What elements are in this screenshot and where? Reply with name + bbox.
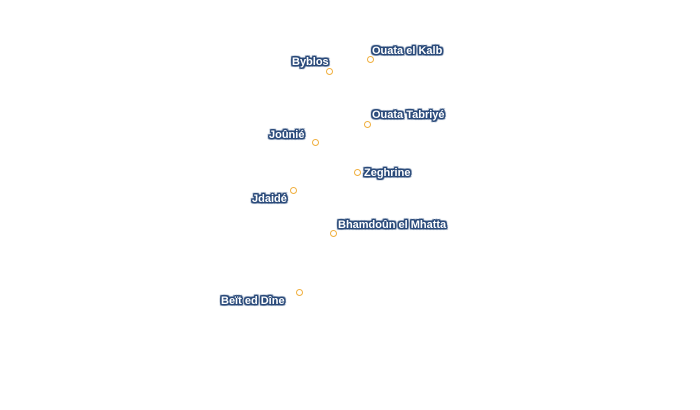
- place-label: Beït ed Dîne: [221, 295, 285, 307]
- place-marker[interactable]: [354, 169, 361, 176]
- place-label: Zeghrine: [364, 167, 411, 179]
- place-marker[interactable]: [290, 187, 297, 194]
- place-label: Jdaidé: [252, 193, 287, 205]
- place-marker[interactable]: [330, 230, 337, 237]
- place-label: Ouata el Kalb: [372, 45, 443, 57]
- place-label: Byblos: [292, 56, 329, 68]
- place-marker[interactable]: [296, 289, 303, 296]
- place-label: Bhamdoûn el Mhatta: [338, 219, 447, 231]
- place-marker[interactable]: [312, 139, 319, 146]
- place-marker[interactable]: [367, 56, 374, 63]
- place-marker[interactable]: [364, 121, 371, 128]
- place-label: Joûnié: [269, 129, 305, 141]
- place-label: Ouata Tabriyé: [372, 109, 445, 121]
- place-marker[interactable]: [326, 68, 333, 75]
